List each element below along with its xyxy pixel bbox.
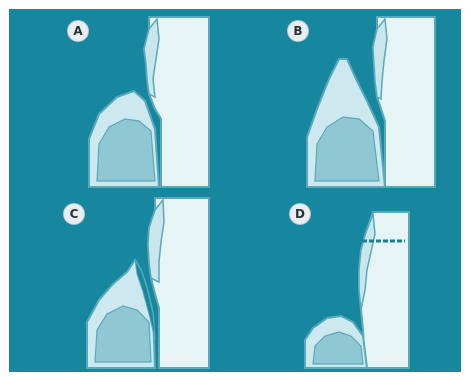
- panel-b: B: [235, 9, 461, 190]
- tooth-cross-section-b: [235, 9, 461, 190]
- panel-a: A: [9, 9, 235, 190]
- tooth-cross-section-a: [9, 9, 235, 190]
- panel-d: D: [235, 190, 461, 371]
- figure-frame: A B C D: [9, 9, 461, 372]
- tooth-cross-section-c: [9, 190, 235, 371]
- panel-c: C: [9, 190, 235, 371]
- tooth-cross-section-d: [235, 190, 461, 371]
